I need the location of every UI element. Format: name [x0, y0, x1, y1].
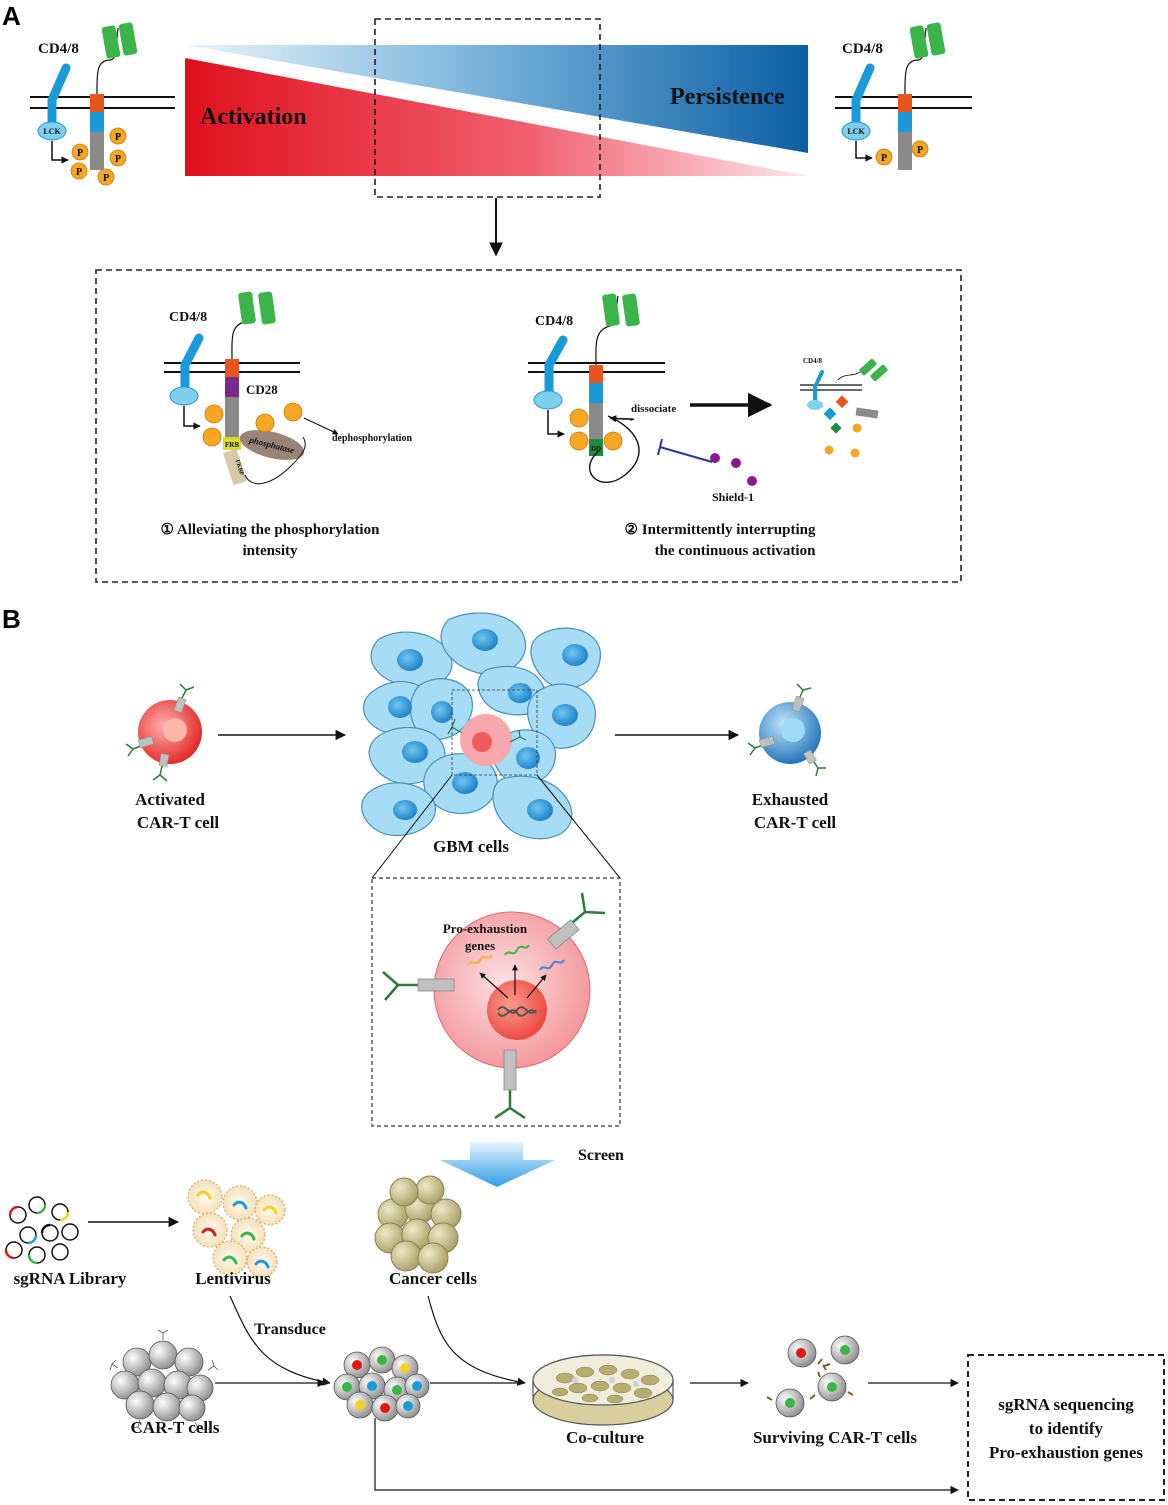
strategy-1-title-line1: ① Alleviating the phosphorylation — [161, 522, 381, 538]
dissociate-label: dissociate — [631, 403, 676, 415]
strategy-2-diagram: DD — [528, 293, 888, 486]
svg-text:P: P — [103, 173, 109, 184]
activation-label: Activation — [200, 104, 307, 130]
cart-cells-receptors — [109, 1329, 219, 1433]
svg-text:DD: DD — [591, 445, 601, 453]
activated-label-line2: CAR-T cell — [137, 813, 220, 832]
coculture-dish — [532, 1354, 674, 1426]
dephosphorylation-label: dephosphorylation — [332, 433, 412, 444]
svg-text:P: P — [115, 132, 121, 143]
screen-label: Screen — [578, 1147, 624, 1164]
sgrna-library-label: sgRNA Library — [14, 1269, 127, 1288]
persistence-gradient — [185, 45, 808, 153]
lentivirus-label: Lentivirus — [195, 1269, 271, 1288]
strategy-2-title-line2: the continuous activation — [655, 543, 817, 559]
lentivirus-particles — [187, 1179, 286, 1278]
gbm-embedded-cart — [447, 714, 527, 766]
strategy-2-title-line1: ② Intermittently interrupting — [625, 522, 816, 538]
strategy-box — [95, 269, 962, 583]
cell-detail-box — [371, 877, 621, 1127]
surviving-cart-cells — [766, 1335, 860, 1418]
cart-cells-label: CAR-T cells — [131, 1418, 220, 1437]
receptor-right: LCK P P — [835, 22, 972, 170]
shield-1-label: Shield-1 — [712, 490, 754, 504]
pro-exhaustion-label-line1: Pro-exhaustion — [443, 921, 528, 936]
zoom-line-right — [536, 774, 621, 879]
cd28-label: CD28 — [246, 382, 278, 397]
panel-label-a: A — [2, 1, 21, 31]
transduced-cart-cells — [333, 1346, 430, 1422]
strategy-1-title-line2: intensity — [242, 543, 298, 559]
panel-label-b: B — [2, 604, 21, 634]
cd48-label-s2: CD4/8 — [535, 314, 573, 329]
zoom-line-left — [371, 774, 453, 879]
surviving-label: Surviving CAR-T cells — [753, 1428, 917, 1447]
svg-text:P: P — [77, 148, 83, 159]
gbm-zoom-box — [451, 689, 538, 776]
cell-detail — [382, 892, 606, 1120]
coculture-label: Co-culture — [566, 1428, 645, 1447]
receptor-left: LCK PP PP P — [30, 22, 175, 186]
exhausted-cart-cell — [747, 683, 826, 777]
arrow-baseline-to-sequencing — [374, 1418, 959, 1495]
exhausted-label-line1: Exhausted — [752, 790, 829, 809]
activated-cart-cell — [125, 683, 202, 782]
cd48-label-s1: CD4/8 — [169, 310, 207, 325]
cart-cells-cluster — [110, 1340, 214, 1422]
transduce-label: Transduce — [254, 1321, 326, 1338]
svg-text:P: P — [917, 145, 923, 156]
svg-text:P: P — [881, 153, 887, 164]
svg-text:FRB: FRB — [225, 441, 239, 449]
sequencing-label-line3: Pro-exhaustion genes — [989, 1443, 1143, 1462]
exhausted-label-line2: CAR-T cell — [754, 813, 837, 832]
sgrna-library-plasmids — [4, 1196, 79, 1265]
svg-text:P: P — [76, 167, 82, 178]
lck-label: LCK — [43, 127, 61, 136]
activated-label-line1: Activated — [135, 790, 205, 809]
sequencing-label-line1: sgRNA sequencing — [998, 1395, 1134, 1414]
gbm-label: GBM cells — [433, 837, 509, 856]
cd48-label-left: CD4/8 — [38, 41, 79, 57]
screen-arrow — [440, 1142, 555, 1187]
svg-text:LCK: LCK — [847, 127, 865, 136]
cancer-cells-cluster — [374, 1175, 462, 1274]
svg-text:FKBP: FKBP — [234, 459, 245, 476]
activation-gradient — [185, 58, 808, 176]
strategy-1-diagram: FRB FKBP phosphatase — [164, 291, 339, 486]
svg-text:P: P — [115, 154, 121, 165]
pro-exhaustion-label-line2: genes — [465, 938, 495, 953]
sequencing-label-line2: to identify — [1029, 1419, 1104, 1438]
persistence-label: Persistence — [670, 84, 785, 110]
cancer-to-coculture-curve — [427, 1295, 526, 1386]
transduce-curve — [229, 1295, 331, 1386]
selection-box — [374, 18, 601, 198]
cd48-label-right: CD4/8 — [842, 41, 883, 57]
cancer-cells-label: Cancer cells — [389, 1269, 477, 1288]
cd48-label-small: CD4/8 — [803, 357, 823, 365]
gbm-nuclei — [388, 629, 588, 821]
